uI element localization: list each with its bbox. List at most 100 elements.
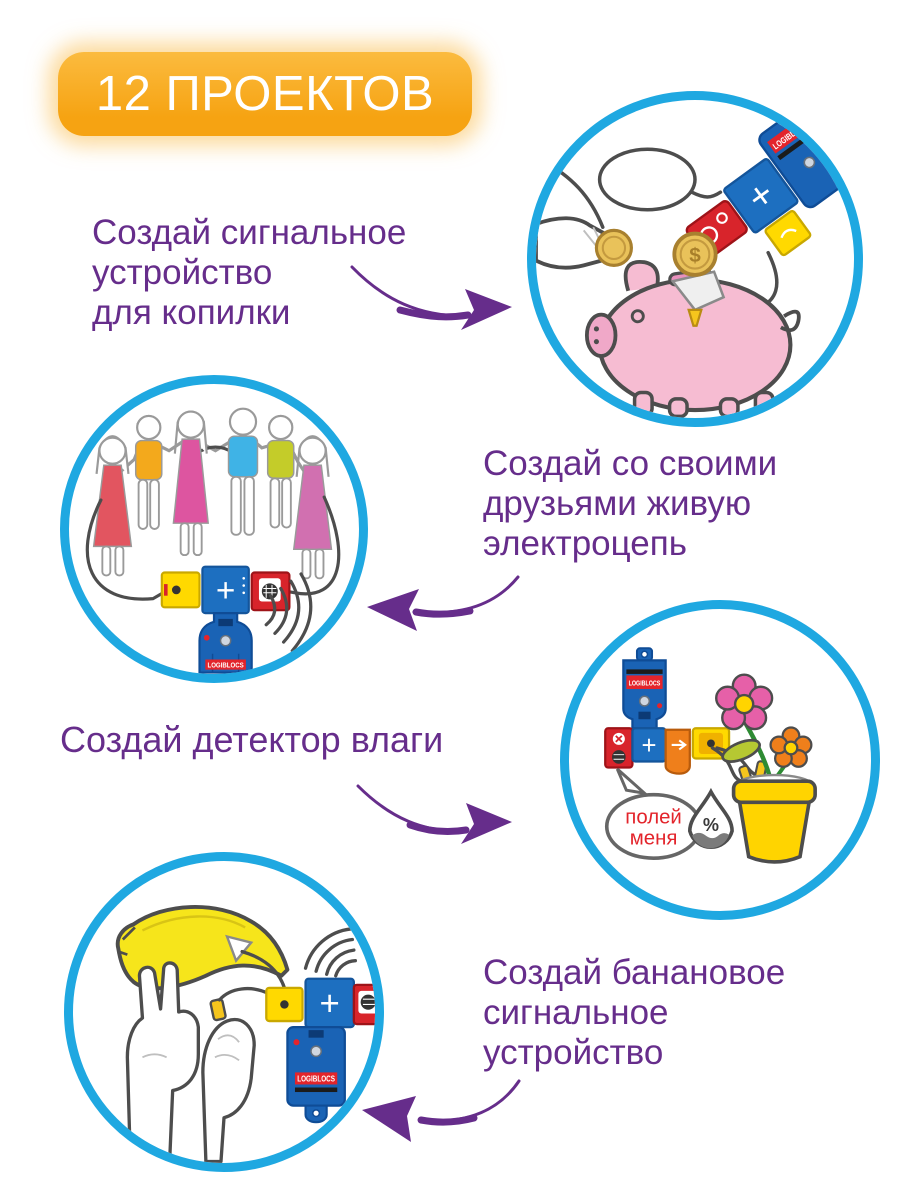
led-dot <box>829 162 836 168</box>
brand-plate <box>205 659 246 670</box>
water-drop-icon: % <box>687 787 734 849</box>
head <box>98 436 127 465</box>
block-detail <box>163 584 168 596</box>
pig-snout <box>584 312 618 358</box>
nostril <box>593 339 599 345</box>
socket-dot <box>280 1000 289 1009</box>
tab-hole <box>312 1109 321 1118</box>
flower-pot-scene: LOGIBLOCS + <box>604 647 817 864</box>
illustration-piggy-bank-alarm: + LOGIBLOCS <box>527 91 863 427</box>
leg <box>137 478 149 530</box>
person-orange-shirt <box>134 414 163 530</box>
touching-hand <box>125 961 200 1163</box>
block-detail <box>242 576 246 580</box>
hand-with-coin <box>536 216 633 270</box>
orange-flower <box>769 726 813 768</box>
sound-waves-icon <box>264 572 313 653</box>
screw-icon <box>803 156 816 169</box>
person-red-dress <box>92 435 133 577</box>
piggy-bank: $ <box>584 231 801 418</box>
wire <box>284 495 341 596</box>
illustration-human-circuit: + LOGIBLOCS <box>60 375 368 683</box>
dress <box>172 438 210 524</box>
head <box>298 436 327 465</box>
block-detail <box>218 618 233 627</box>
pig-leg <box>667 397 689 418</box>
shirt <box>266 439 295 479</box>
caption-moisture-detector: Создай детектор влаги <box>60 719 444 760</box>
pot-rim <box>731 779 817 805</box>
head <box>176 410 205 439</box>
head <box>268 414 294 441</box>
shirt <box>134 439 163 481</box>
logic-block-chain: + <box>604 727 731 775</box>
coin <box>594 228 633 267</box>
banana-scene: + LOGIBLOCS <box>115 905 375 1163</box>
socket-dot <box>707 739 715 748</box>
block-detail <box>308 1030 324 1038</box>
speech-bubble: полей меня <box>604 767 703 860</box>
projects-count-label: 12 ПРОЕКТОВ <box>95 67 435 121</box>
block-detail <box>780 228 797 239</box>
pig-ear <box>623 260 660 292</box>
bubble-text-line1: полей <box>625 806 682 828</box>
joined-hands <box>119 437 306 473</box>
block-detail <box>716 212 728 224</box>
person-pink-dress <box>172 410 210 557</box>
brand-plate <box>626 675 663 690</box>
pig-tail <box>779 309 801 333</box>
illustration-banana-alarm: + LOGIBLOCS <box>64 852 384 1172</box>
leg <box>179 522 190 557</box>
brand-subplate <box>294 1087 338 1093</box>
wire <box>690 190 723 199</box>
illustration-moisture-detector: LOGIBLOCS + <box>560 600 880 920</box>
sound-waves-icon <box>303 927 358 978</box>
arrowhead <box>362 1096 416 1142</box>
leg <box>269 477 281 529</box>
grille-lines <box>263 584 277 598</box>
water-level <box>692 832 730 849</box>
block-icon <box>671 739 688 751</box>
flower-pot <box>715 673 817 864</box>
logic-block-chain: + LOGIBLOCS <box>160 565 291 674</box>
leg <box>114 545 125 577</box>
person-green-shirt <box>266 414 295 529</box>
head <box>228 407 258 436</box>
led-dot <box>293 1039 300 1046</box>
banana-stem-lines <box>117 926 136 956</box>
led-dot <box>657 703 663 709</box>
screw-icon <box>638 695 651 707</box>
tab-hole <box>640 650 649 659</box>
block-detail <box>242 584 246 587</box>
block-body <box>286 1025 346 1107</box>
yellow-sensor-block <box>764 209 812 257</box>
caption-human-circuit: Создай со своими друзьями живую электроц… <box>483 444 778 563</box>
wire <box>240 949 287 990</box>
arrowhead <box>461 803 512 844</box>
screw-icon <box>219 634 232 647</box>
flower-center <box>783 740 799 756</box>
flower-center <box>733 693 755 715</box>
leg <box>192 522 203 557</box>
plus-label: + <box>642 732 657 760</box>
arrow-to-friends-circle <box>367 575 520 631</box>
caption-banana-alarm: Создай банановое сигнальное устройство <box>483 953 786 1072</box>
arrow-to-flower-pot <box>356 784 512 844</box>
arrow-to-banana <box>362 1079 521 1142</box>
speaker-grille-icon <box>360 994 375 1010</box>
dress <box>292 464 333 551</box>
socket-dot <box>171 585 181 595</box>
leg <box>301 548 312 580</box>
brand-label: LOGIBLOCS <box>629 678 661 687</box>
brand-label: LOGIBLOCS <box>297 1074 335 1083</box>
plus-block <box>723 158 799 234</box>
dress <box>92 464 133 548</box>
pig-leg <box>753 390 775 417</box>
speaker-grille-icon <box>612 750 626 764</box>
leg <box>230 475 242 536</box>
leg <box>243 475 255 536</box>
block-icon-detail <box>615 735 623 743</box>
block-detail <box>638 711 651 720</box>
leg <box>101 545 112 577</box>
